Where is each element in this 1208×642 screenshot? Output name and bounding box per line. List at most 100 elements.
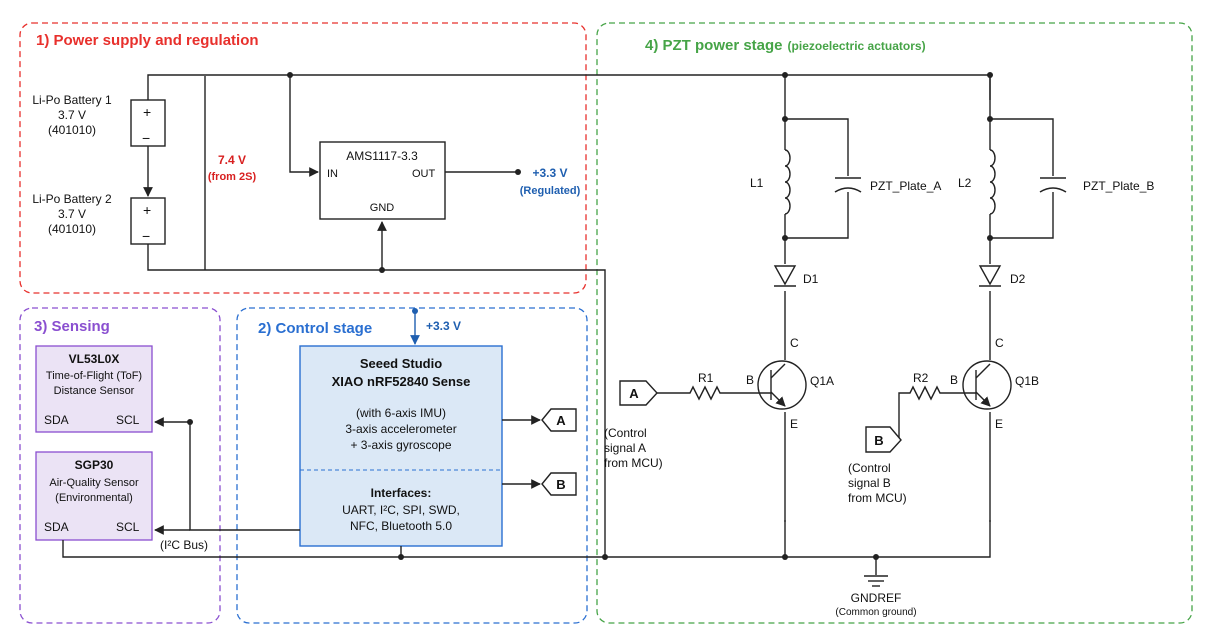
out-terminal: [515, 169, 521, 175]
power-section-frame: [19, 22, 587, 294]
pzt-channel-b-wiring: [898, 75, 1054, 522]
pzt-section-title: 4) PZT power stage (piezoelectric actuato…: [645, 37, 926, 54]
diode-d2-label: D2: [1010, 272, 1026, 286]
junction-a-top: [782, 116, 788, 122]
junction-b-bot: [987, 235, 993, 241]
mcu-interfaces-2: NFC, Bluetooth 5.0: [350, 519, 452, 533]
mcu-name-line2: XIAO nRF52840 Sense: [332, 374, 471, 389]
air-sensor-line2: Air-Quality Sensor: [49, 477, 139, 489]
signal-b-note-2: signal B: [848, 476, 891, 490]
battery-1: + −: [130, 99, 166, 147]
inductor-l1-icon: [784, 149, 791, 215]
pzt-section-title-main: 4) PZT power stage: [645, 37, 783, 54]
i2c-bus-wiring: [154, 417, 300, 535]
mcu-interfaces-1: UART, I²C, SPI, SWD,: [342, 503, 460, 517]
mcu-feature-1: (with 6-axis IMU): [356, 406, 446, 420]
battery-1-model: (401010): [48, 123, 96, 137]
inductor-l1-label: L1: [750, 176, 764, 190]
pzt-section-title-sub: (piezoelectric actuators): [788, 39, 926, 53]
control-section-title: 2) Control stage: [258, 320, 372, 337]
regulator-in: IN: [327, 168, 338, 180]
air-sensor-name: SGP30: [75, 458, 114, 472]
port-a-out: [541, 408, 577, 432]
gnd-junction-605: [602, 554, 608, 560]
mcu-supply-label: +3.3 V: [426, 319, 461, 333]
power-section-title: 1) Power supply and regulation: [36, 32, 259, 49]
ground-icon: [864, 575, 888, 587]
signal-a-note-1: (Control: [604, 426, 647, 440]
mcu-interfaces-title: Interfaces:: [371, 486, 432, 500]
gnd-junction-a: [782, 554, 788, 560]
diode-d2-icon: [978, 265, 1002, 287]
battery-2-voltage: 3.7 V: [58, 207, 86, 221]
tof-sensor-sda: SDA: [44, 413, 69, 427]
battery-1-voltage: 3.7 V: [58, 108, 86, 122]
resistor-r1-icon: [657, 385, 752, 401]
air-sensor-sda: SDA: [44, 520, 69, 534]
port-b-out-label: B: [556, 477, 565, 492]
stack-voltage-note: (from 2S): [208, 171, 257, 183]
stack-voltage-value: 7.4 V: [218, 153, 246, 167]
control-section-frame: [236, 307, 588, 624]
power-wiring: [143, 74, 991, 555]
i2c-junction: [187, 419, 193, 425]
battery-2-minus: −: [142, 228, 150, 244]
signal-b-note-3: from MCU): [848, 491, 907, 505]
signal-b-note-1: (Control: [848, 461, 891, 475]
tof-sensor-box: [35, 345, 153, 433]
sensing-section-frame: [19, 307, 221, 624]
pzt-section-frame: [596, 22, 1193, 624]
ground-name: GNDREF: [851, 591, 902, 605]
q1b-b-label: B: [950, 373, 958, 387]
battery-1-plus: +: [143, 104, 151, 120]
signal-a-note-2: signal A: [604, 441, 646, 455]
inductor-l2-label: L2: [958, 176, 972, 190]
junction-a-bot: [782, 235, 788, 241]
q1a-e-label: E: [790, 417, 798, 431]
port-b-in-label: B: [874, 433, 883, 448]
tof-sensor-line2: Time-of-Flight (ToF): [46, 370, 142, 382]
mcu-supply-dot: [412, 308, 418, 314]
inductor-l2-icon: [989, 149, 996, 215]
battery-1-name: Li-Po Battery 1: [32, 93, 112, 107]
port-a-in-label: A: [629, 386, 639, 401]
sensing-section-title: 3) Sensing: [34, 318, 110, 335]
pzt-channel-a-wiring: [784, 75, 849, 522]
ground-note: (Common ground): [835, 607, 916, 618]
regulator-name: AMS1117-3.3: [346, 149, 418, 163]
mcu-name-line1: Seeed Studio: [360, 356, 442, 371]
tof-sensor-line3: Distance Sensor: [54, 385, 135, 397]
regulated-out-note: (Regulated): [520, 185, 581, 197]
resistor-r2-label: R2: [913, 371, 929, 385]
battery-2-plus: +: [143, 202, 151, 218]
port-a-out-label: A: [556, 413, 566, 428]
port-b-out: [541, 472, 577, 496]
pzt-plate-b-label: PZT_Plate_B: [1083, 179, 1154, 193]
tof-sensor-name: VL53L0X: [69, 352, 120, 366]
gnd-junction-ref: [873, 554, 879, 560]
resistor-r2-icon: [904, 385, 957, 401]
pzt-plate-a-label: PZT_Plate_A: [870, 179, 941, 193]
q1b-c-label: C: [995, 336, 1004, 350]
battery-2-name: Li-Po Battery 2: [32, 192, 112, 206]
pzt-plate-b-icon: [1039, 177, 1067, 193]
transistor-q1a-icon: [752, 360, 807, 410]
pzt-plate-a-icon: [834, 177, 862, 193]
regulator-gnd: GND: [370, 202, 395, 214]
air-sensor-line3: (Environmental): [55, 492, 133, 504]
transistor-q1b-icon: [957, 360, 1012, 410]
tof-sensor-scl: SCL: [116, 413, 140, 427]
q1a-b-label: B: [746, 373, 754, 387]
mcu-feature-2: 3-axis accelerometer: [345, 422, 456, 436]
signal-a-note-3: from MCU): [604, 456, 663, 470]
junction-b-top: [987, 116, 993, 122]
regulated-out-value: +3.3 V: [532, 166, 567, 180]
port-a-in: [619, 380, 658, 406]
port-b-in: [865, 426, 902, 453]
q1b-e-label: E: [995, 417, 1003, 431]
i2c-bus-label: (I²C Bus): [160, 538, 208, 552]
diode-d1-icon: [773, 265, 797, 287]
air-sensor-box: [35, 451, 153, 541]
battery-1-minus: −: [142, 130, 150, 146]
